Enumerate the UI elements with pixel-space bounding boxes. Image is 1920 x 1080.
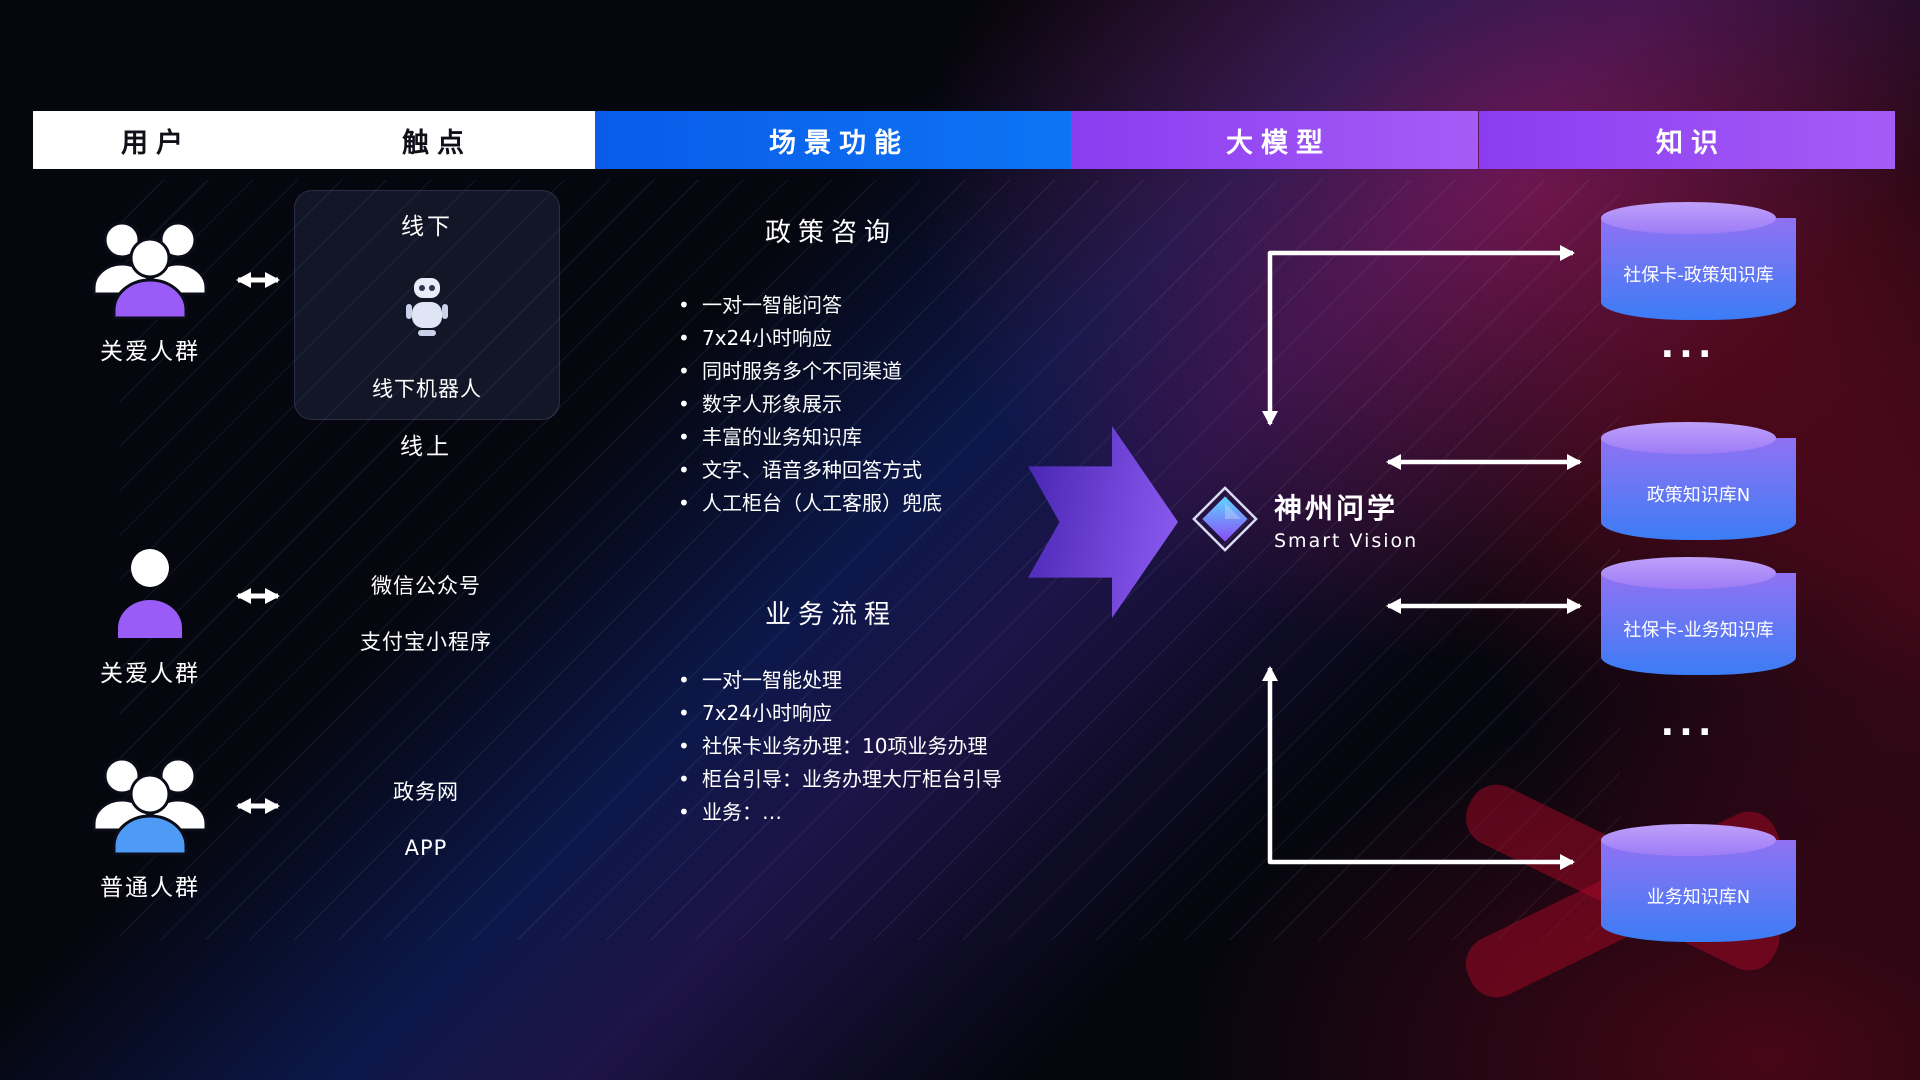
brand-name: 神州问学	[1274, 491, 1399, 525]
list-item: 文字、语音多种回答方式	[676, 454, 942, 487]
brand-text: 神州问学 Smart Vision	[1274, 487, 1418, 552]
user-block-care-group-2: 关爱人群	[58, 546, 242, 688]
db-cylinder-body: 社保卡-政策知识库	[1601, 218, 1796, 320]
business-feature-list: 一对一智能处理 7x24小时响应 社保卡业务办理：10项业务办理 柜台引导：业务…	[676, 664, 1002, 829]
column-header-knowledge: 知识	[1479, 111, 1895, 169]
diamond-logo-icon	[1192, 486, 1258, 552]
list-item: 一对一智能问答	[676, 289, 942, 322]
list-item: 业务：…	[676, 796, 1002, 829]
column-header-touchpoint: 触点	[269, 111, 597, 169]
list-item: 丰富的业务知识库	[676, 421, 942, 454]
db-cylinder-top	[1601, 422, 1776, 454]
online-title: 线上	[400, 434, 452, 460]
db-label: 业务知识库N	[1646, 887, 1751, 909]
channel-app: APP	[404, 836, 448, 860]
person-icon	[118, 549, 182, 638]
db-cylinder-body: 业务知识库N	[1601, 840, 1796, 942]
db-cylinder-top	[1601, 557, 1776, 589]
ellipsis-policy: ···	[1660, 334, 1717, 375]
channel-gov-web: 政务网	[393, 780, 459, 804]
business-section-title: 业务流程	[764, 600, 897, 630]
list-item: 柜台引导：业务办理大厅柜台引导	[676, 763, 1002, 796]
user-group-label: 关爱人群	[100, 661, 200, 687]
offline-robot-caption: 线下机器人	[372, 377, 482, 401]
db-cylinder-body: 社保卡-业务知识库	[1601, 573, 1796, 675]
user-block-general-group: 普通人群	[58, 752, 242, 902]
robot-icon	[406, 278, 448, 336]
knowledge-db-business-n: 业务知识库N	[1601, 824, 1796, 942]
knowledge-db-business-ssc: 社保卡-业务知识库	[1601, 557, 1796, 675]
list-item: 同时服务多个不同渠道	[676, 355, 942, 388]
db-cylinder-top	[1601, 202, 1776, 234]
policy-section-title: 政策咨询	[764, 218, 897, 248]
brand-logo: 神州问学 Smart Vision	[1190, 484, 1418, 554]
offline-touchpoint-card: 线下 线下机器人	[294, 190, 560, 420]
ellipsis-business: ···	[1660, 712, 1717, 753]
user-block-care-group-1: 关爱人群	[58, 216, 242, 366]
channel-alipay: 支付宝小程序	[360, 630, 492, 654]
policy-feature-list: 一对一智能问答 7x24小时响应 同时服务多个不同渠道 数字人形象展示 丰富的业…	[676, 289, 942, 520]
list-item: 7x24小时响应	[676, 322, 942, 355]
people-group-icon	[92, 221, 208, 320]
knowledge-db-policy-ssc: 社保卡-政策知识库	[1601, 202, 1796, 320]
people-group-icon	[92, 757, 208, 856]
list-item: 社保卡业务办理：10项业务办理	[676, 730, 1002, 763]
user-group-label: 普通人群	[100, 875, 200, 901]
list-item: 一对一智能处理	[676, 664, 1002, 697]
db-label: 社保卡-政策知识库	[1623, 265, 1774, 287]
offline-title: 线下	[401, 214, 453, 240]
list-item: 人工柜台（人工客服）兜底	[676, 487, 942, 520]
user-group-label: 关爱人群	[100, 339, 200, 365]
db-cylinder-top	[1601, 824, 1776, 856]
list-item: 数字人形象展示	[676, 388, 942, 421]
channel-wechat: 微信公众号	[371, 574, 481, 598]
list-item: 7x24小时响应	[676, 697, 1002, 730]
column-header-scenarios: 场景功能	[595, 111, 1075, 169]
db-cylinder-body: 政策知识库N	[1601, 438, 1796, 540]
column-header-model: 大模型	[1071, 111, 1478, 169]
knowledge-db-policy-n: 政策知识库N	[1601, 422, 1796, 540]
brand-subtitle: Smart Vision	[1274, 529, 1419, 552]
db-label: 社保卡-业务知识库	[1623, 620, 1774, 642]
column-header-users: 用户	[33, 111, 271, 169]
db-label: 政策知识库N	[1646, 485, 1751, 507]
